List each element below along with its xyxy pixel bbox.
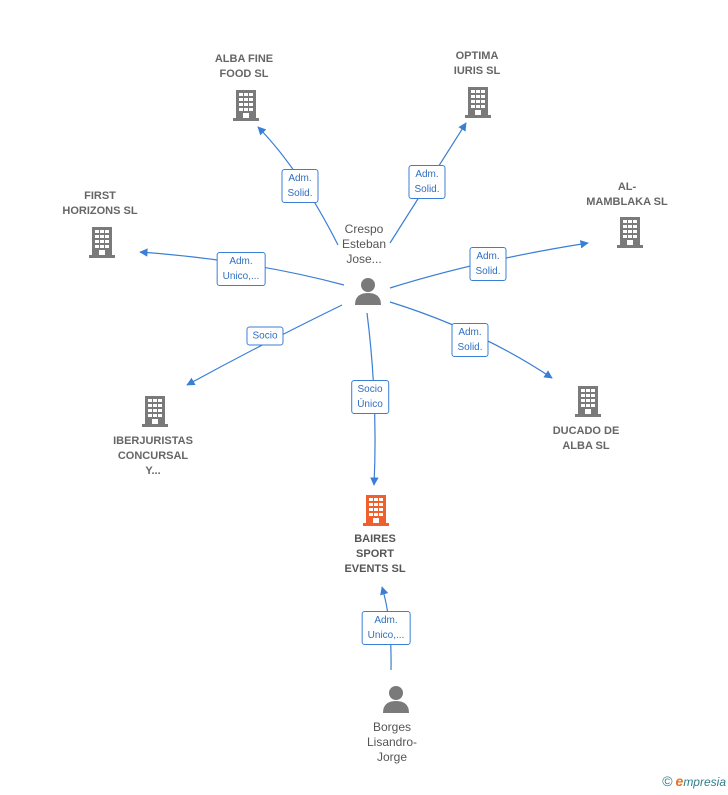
edge-label-iberjuristas[interactable]: Socio [246, 326, 284, 346]
footer-brand[interactable]: ©empresia [662, 773, 726, 789]
company-label-baires: BAIRES SPORT EVENTS SL [344, 533, 406, 575]
company-label-optima: OPTIMA IURIS SL [453, 50, 501, 77]
brand-initial: e [675, 773, 684, 789]
person-label-borges: Borges Lisandro- Jorge [366, 720, 418, 764]
building-icon [142, 396, 168, 427]
company-label-ducado: DUCADO DE ALBA SL [552, 425, 620, 452]
edge-label-almamblaka[interactable]: Adm. Solid. [469, 247, 507, 281]
person-label-crespo: Crespo Esteban Jose... [341, 222, 387, 266]
building-icon [233, 90, 259, 121]
edge-label-baires[interactable]: Socio Único [351, 380, 389, 414]
company-label-almamblaka: AL- MAMBLAKA SL [586, 181, 668, 208]
building-icon [575, 386, 601, 417]
copyright-icon: © [662, 773, 673, 789]
edge-label-optima[interactable]: Adm. Solid. [408, 165, 446, 199]
company-label-first: FIRST HORIZONS SL [62, 190, 138, 217]
building-icon [617, 217, 643, 248]
edge-label-ducado[interactable]: Adm. Solid. [451, 323, 489, 357]
building-icon [89, 227, 115, 258]
person-icon [355, 278, 381, 305]
company-label-alba: ALBA FINE FOOD SL [214, 53, 274, 80]
person-icon [383, 686, 409, 713]
edge-label-alba[interactable]: Adm. Solid. [281, 169, 319, 203]
edge-label-first[interactable]: Adm. Unico,... [216, 252, 266, 286]
company-label-iberjuristas: IBERJURISTAS CONCURSAL Y... [113, 435, 193, 477]
brand-name: mpresia [683, 775, 726, 789]
building-icon-highlight [363, 495, 389, 526]
edge-label-borges[interactable]: Adm. Unico,... [361, 611, 411, 645]
building-icon [465, 87, 491, 118]
